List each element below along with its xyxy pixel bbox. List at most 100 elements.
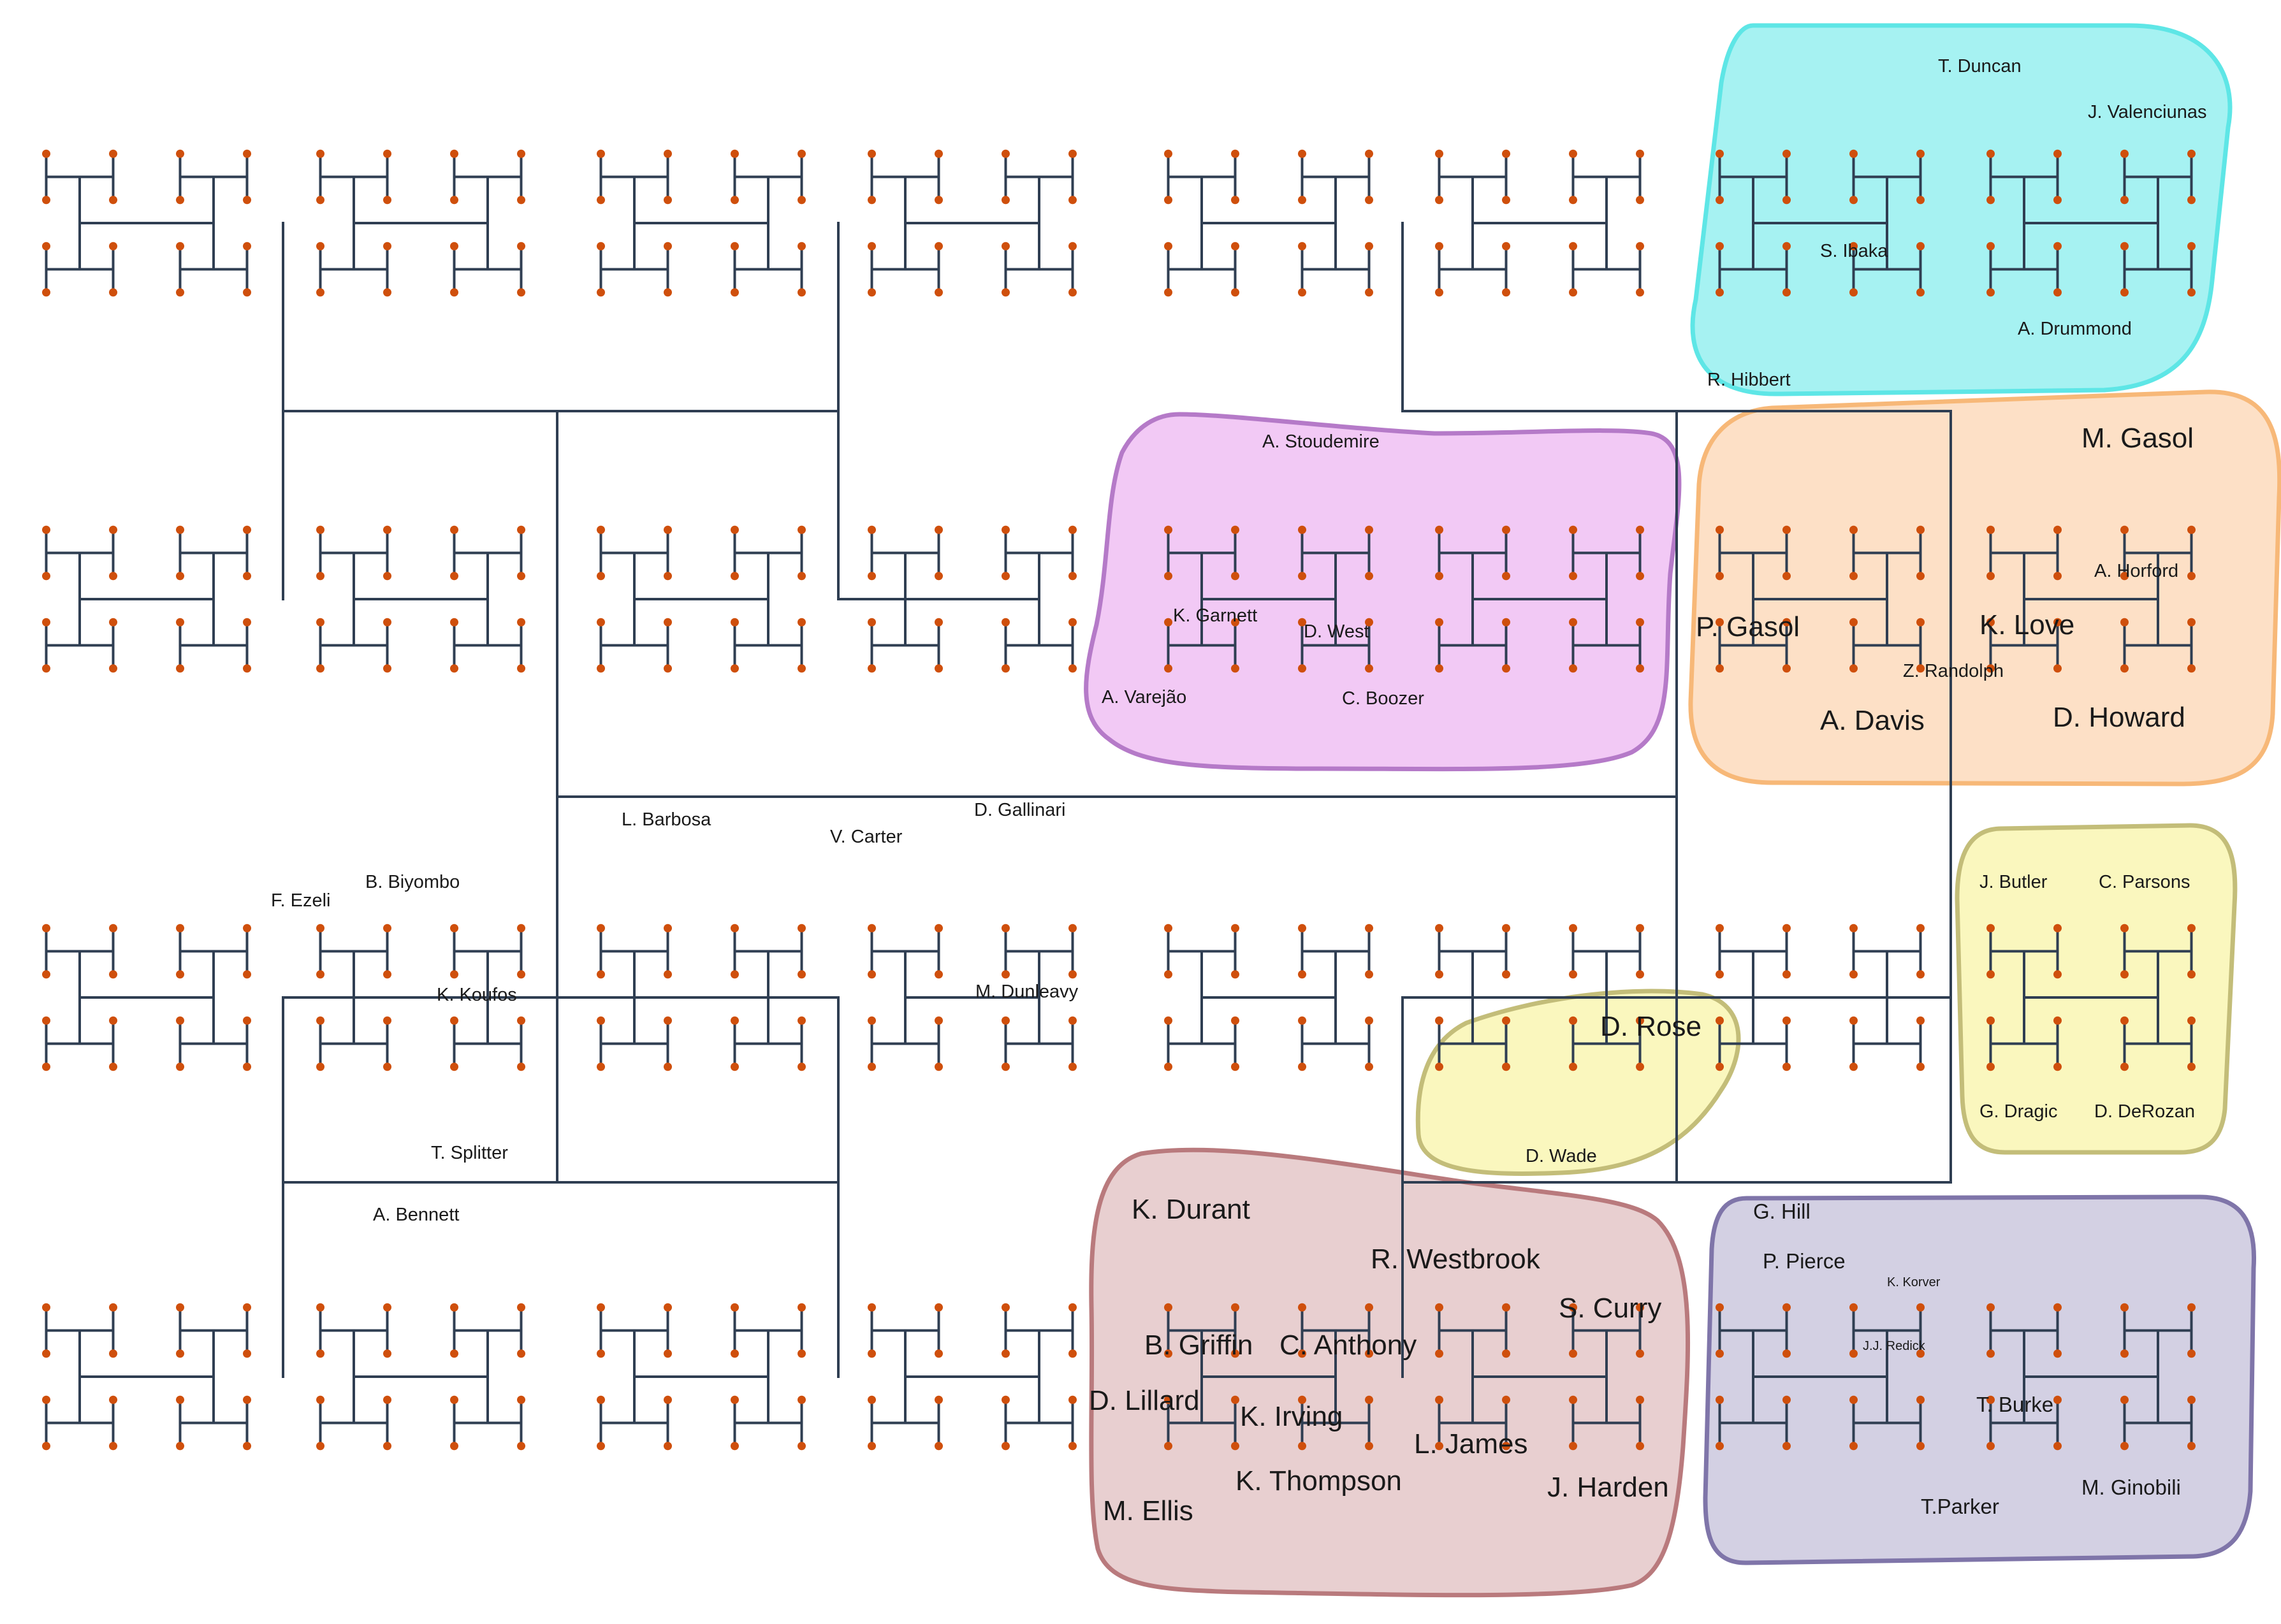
leaf-node (1782, 242, 1791, 250)
label-curry: S. Curry (1559, 1293, 1661, 1324)
leaf-node (1298, 242, 1306, 250)
leaf-node (1849, 618, 1858, 627)
leaf-node (1569, 242, 1577, 250)
leaf-node (1916, 1395, 1925, 1404)
leaf-node (597, 924, 605, 932)
leaf-node (1365, 1395, 1373, 1404)
leaf-node (1849, 525, 1858, 534)
leaf-node (935, 1303, 943, 1312)
leaf-node (1986, 1016, 1995, 1025)
leaf-node (935, 924, 943, 932)
leaf-node (243, 970, 251, 979)
leaf-node (798, 288, 806, 297)
leaf-node (1002, 1349, 1010, 1358)
leaf-node (176, 525, 184, 534)
leaf-node (42, 1395, 50, 1404)
leaf-node (42, 664, 50, 673)
leaf-node (1986, 1062, 1995, 1071)
leaf-node (1365, 288, 1373, 297)
leaf-node (798, 1062, 806, 1071)
leaf-node (1986, 196, 1995, 205)
leaf-node (1068, 1442, 1077, 1451)
leaf-node (1986, 1442, 1995, 1451)
leaf-node (935, 1016, 943, 1025)
leaf-node (176, 924, 184, 932)
leaf-node (1716, 1349, 1724, 1358)
leaf-node (1068, 1062, 1077, 1071)
leaf-node (383, 242, 391, 250)
leaf-node (731, 1303, 739, 1312)
leaf-node (1365, 1349, 1373, 1358)
label-ibaka: S. Ibaka (1820, 241, 1888, 261)
leaf-node (517, 196, 525, 205)
leaf-node (2120, 618, 2129, 627)
leaf-node (1716, 1062, 1724, 1071)
leaf-node (517, 1442, 525, 1451)
leaf-node (2053, 970, 2062, 979)
leaf-node (798, 924, 806, 932)
leaf-node (1002, 149, 1010, 158)
leaf-node (243, 1303, 251, 1312)
label-dunleavy: M. Dunleavy (975, 982, 1079, 1002)
leaf-node (597, 1016, 605, 1025)
leaf-node (1298, 664, 1306, 673)
leaf-node (243, 1016, 251, 1025)
label-biyombo: B. Biyombo (365, 872, 460, 892)
leaf-node (176, 288, 184, 297)
leaf-node (109, 1303, 117, 1312)
label-hibbert: R. Hibbert (1707, 370, 1791, 390)
leaf-node (1164, 1442, 1172, 1451)
leaf-node (1164, 970, 1172, 979)
leaf-node (2053, 1303, 2062, 1312)
leaf-node (1435, 572, 1443, 581)
leaf-node (450, 525, 458, 534)
leaf-node (1849, 288, 1858, 297)
leaf-node (1636, 618, 1644, 627)
leaf-node (798, 1349, 806, 1358)
leaf-node (868, 618, 876, 627)
leaf-node (1782, 288, 1791, 297)
leaf-node (1164, 1016, 1172, 1025)
leaf-node (1068, 196, 1077, 205)
leaf-node (597, 288, 605, 297)
leaf-node (664, 242, 672, 250)
leaf-node (383, 1016, 391, 1025)
leaf-node (243, 149, 251, 158)
label-wade: D. Wade (1526, 1146, 1597, 1166)
leaf-node (597, 572, 605, 581)
leaf-node (2187, 149, 2196, 158)
leaf-node (1986, 970, 1995, 979)
leaf-node (1365, 664, 1373, 673)
leaf-node (935, 1395, 943, 1404)
leaf-node (1298, 1016, 1306, 1025)
label-pierce: P. Pierce (1763, 1249, 1846, 1273)
leaf-node (1716, 924, 1724, 932)
leaf-node (2120, 1395, 2129, 1404)
label-thompson: K. Thompson (1235, 1465, 1402, 1497)
leaf-node (2120, 1016, 2129, 1025)
label-valanciunas: J. Valenciunas (2088, 102, 2206, 122)
leaf-node (1569, 149, 1577, 158)
leaf-node (1916, 1062, 1925, 1071)
leaf-node (1636, 1395, 1644, 1404)
leaf-node (243, 1442, 251, 1451)
leaf-node (1298, 924, 1306, 932)
leaf-node (1636, 1016, 1644, 1025)
leaf-node (868, 1062, 876, 1071)
leaf-node (1435, 924, 1443, 932)
leaf-node (1298, 1062, 1306, 1071)
leaf-node (868, 525, 876, 534)
leaf-node (1298, 196, 1306, 205)
leaf-node (868, 572, 876, 581)
leaf-node (798, 149, 806, 158)
leaf-node (1435, 664, 1443, 673)
cluster-yellow-small (1415, 989, 1741, 1176)
label-parker: T.Parker (1921, 1495, 1999, 1518)
leaf-node (1502, 149, 1510, 158)
leaf-node (664, 525, 672, 534)
leaf-node (664, 1349, 672, 1358)
label-ellis: M. Ellis (1103, 1495, 1193, 1526)
leaf-node (731, 288, 739, 297)
leaf-node (1716, 618, 1724, 627)
leaf-node (109, 149, 117, 158)
